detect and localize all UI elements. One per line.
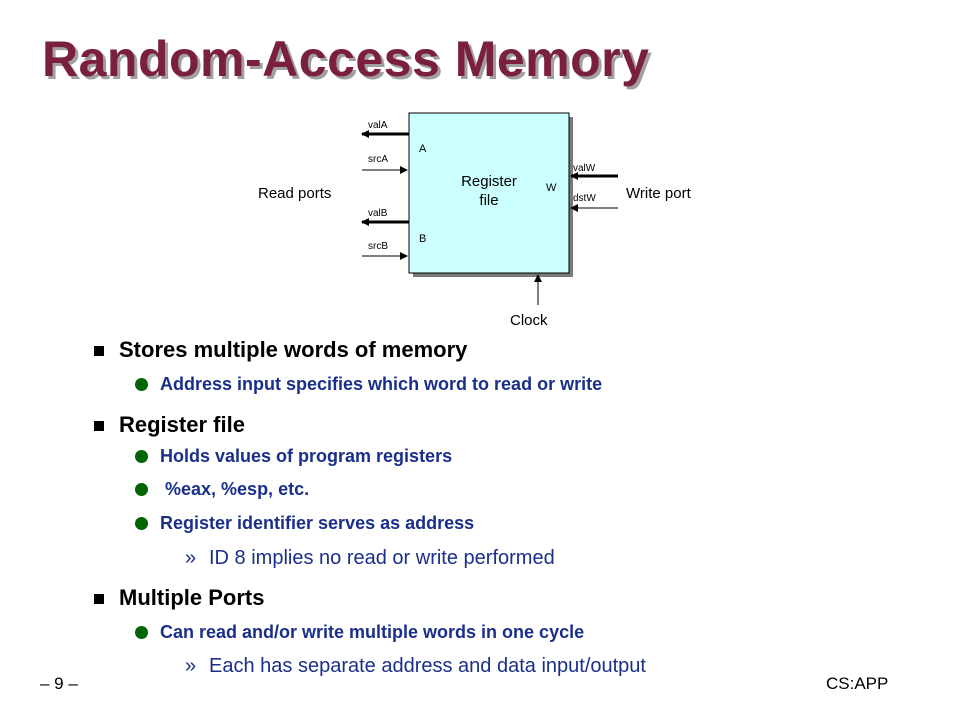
valW-label: valW	[573, 163, 596, 174]
clock-label: Clock	[510, 312, 548, 329]
port-a-label: A	[419, 143, 427, 155]
port-b-label: B	[419, 233, 426, 245]
port-w-label: W	[546, 182, 557, 194]
dstW-label: dstW	[573, 193, 596, 204]
valA-label: valA	[368, 120, 388, 131]
register-file-label-line2: file	[479, 192, 498, 209]
valB-label: valB	[368, 208, 388, 219]
register-file-label-line1: Register	[461, 173, 517, 190]
page-number: – 9 –	[40, 674, 78, 693]
write-port-label: Write port	[626, 185, 692, 202]
register-file-box	[408, 112, 570, 274]
source-label: CS:APP	[826, 674, 889, 693]
srcA-label: srcA	[368, 154, 388, 165]
slide-title: Random-Access Memory	[42, 31, 650, 87]
read-ports-label: Read ports	[258, 185, 331, 202]
srcB-label: srcB	[368, 241, 388, 252]
